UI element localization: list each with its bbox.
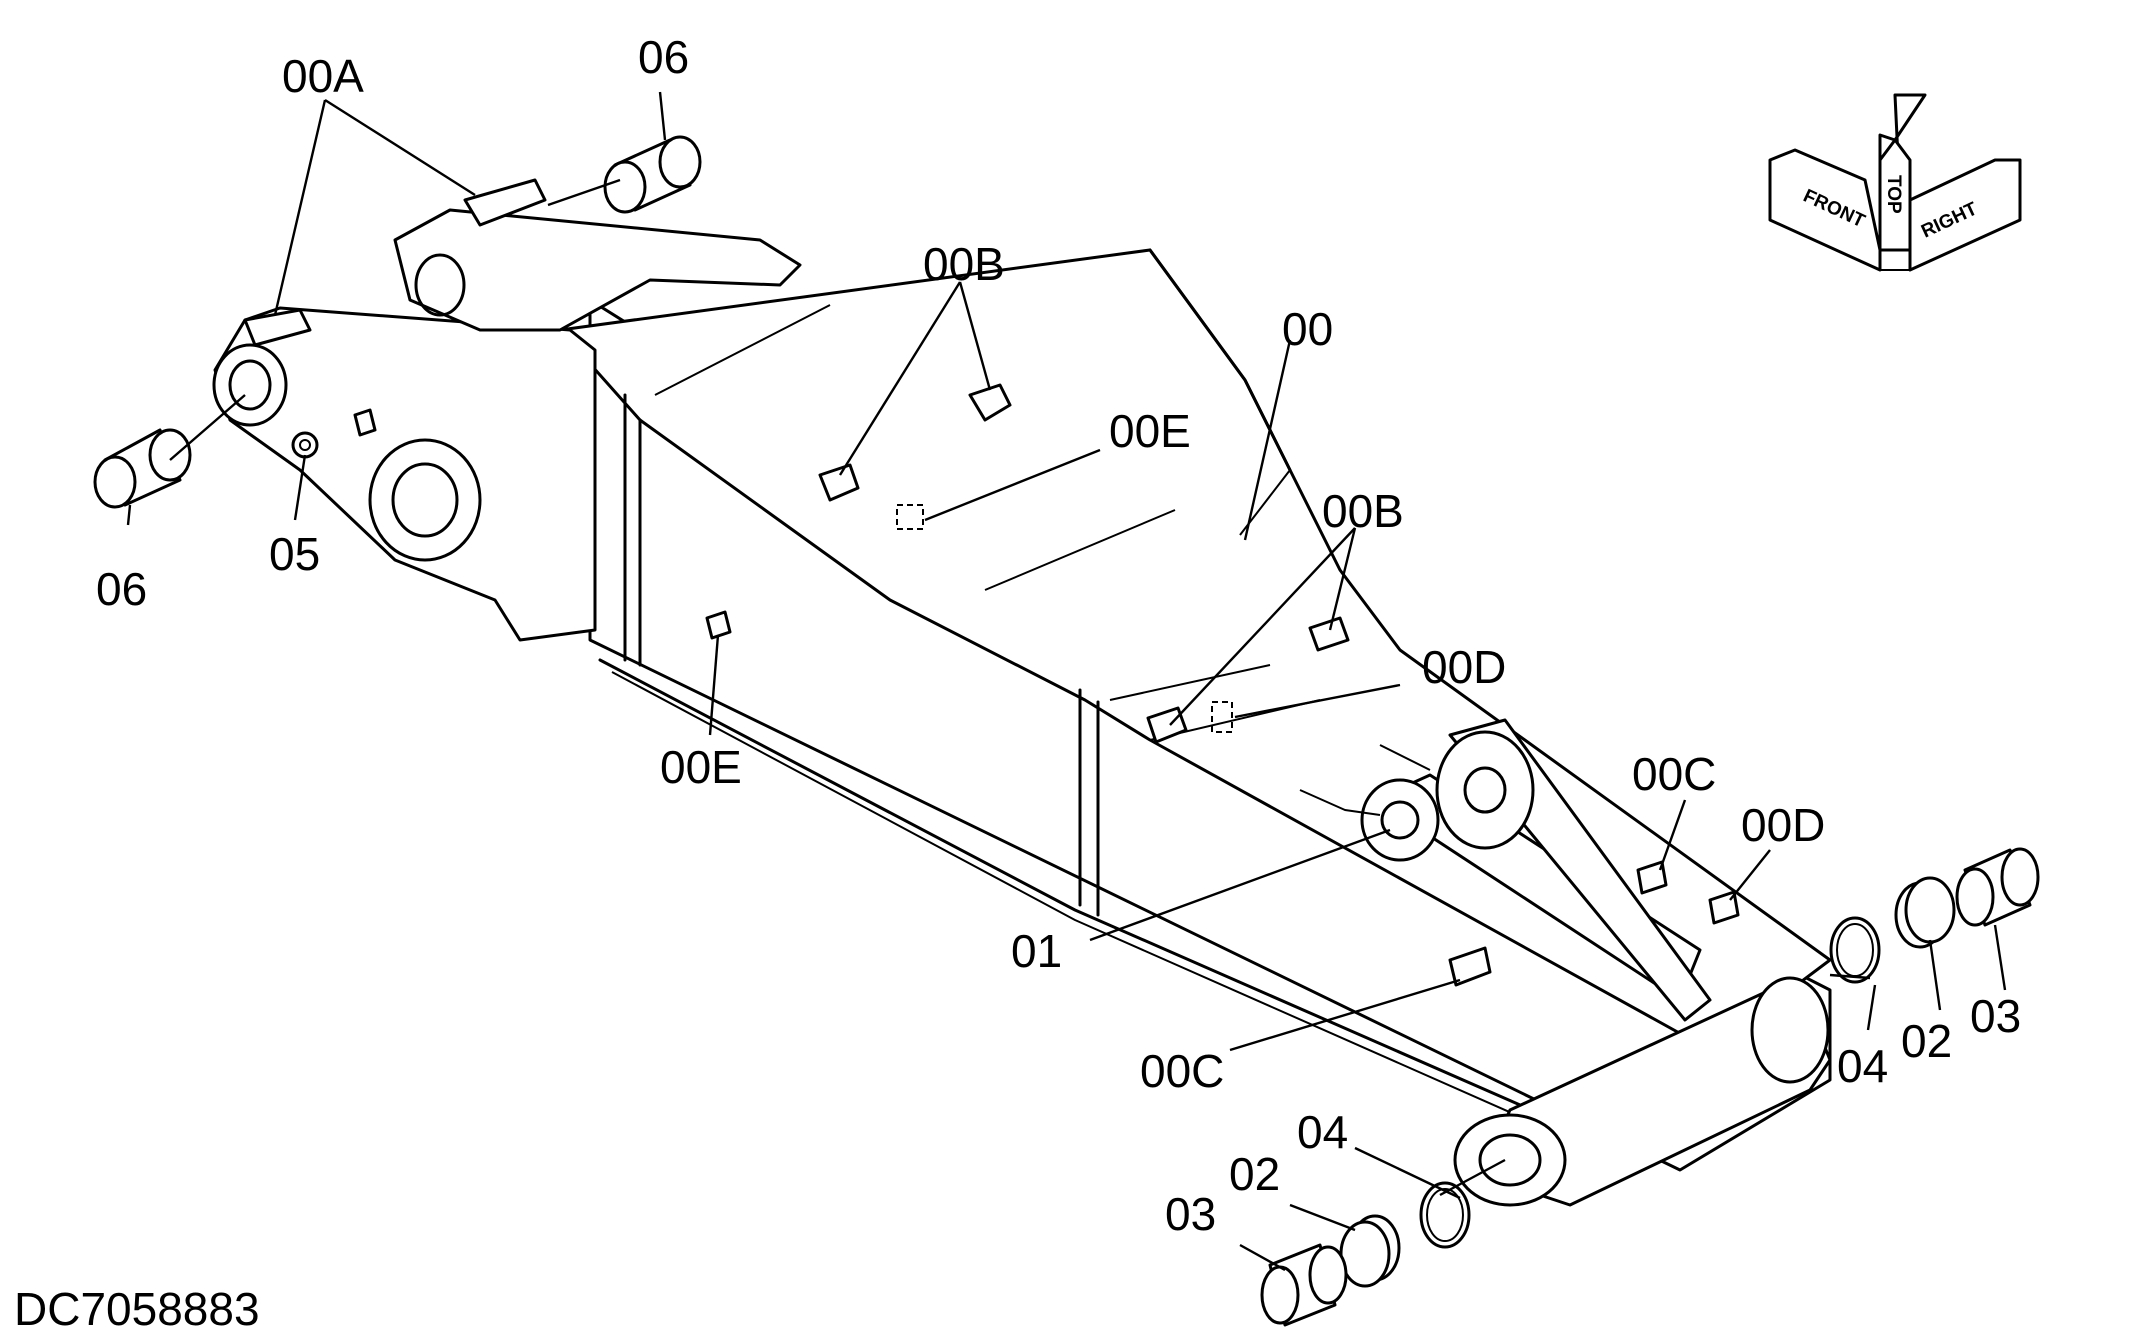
callout-05: 05 [269, 528, 320, 580]
loose-parts [93, 135, 2040, 1327]
callout-06-left: 06 [96, 563, 147, 615]
callout-00B-upper: 00B [923, 238, 1005, 290]
callout-00E-upper: 00E [1109, 405, 1191, 457]
boom-arm-end [1299, 718, 1832, 1207]
callout-03-lower: 03 [1165, 1188, 1216, 1240]
callout-04-lower: 04 [1297, 1106, 1348, 1158]
callout-00B-lower: 00B [1322, 485, 1404, 537]
orientation-top-label: TOP [1883, 175, 1904, 214]
callout-labels: 00A 06 06 05 00B 00 00E 00B 00D 00E 00C … [96, 31, 2021, 1240]
orientation-indicator: FRONT TOP RIGHT [1768, 93, 2022, 272]
callout-00D-upper: 00D [1422, 641, 1506, 693]
callout-02-right: 02 [1901, 1015, 1952, 1067]
boom-body [558, 248, 1832, 1172]
leader-lines [126, 91, 2007, 1272]
callout-00D-lower: 00D [1741, 799, 1825, 851]
callout-03-right: 03 [1970, 990, 2021, 1042]
callout-00A: 00A [282, 50, 364, 102]
small-brackets [705, 383, 1740, 987]
drawing-code: DC7058883 [14, 1283, 260, 1335]
callout-01: 01 [1011, 925, 1062, 977]
callout-02-lower: 02 [1229, 1148, 1280, 1200]
callout-00C-lower: 00C [1140, 1045, 1224, 1097]
callout-06-upper: 06 [638, 31, 689, 83]
callout-04-right: 04 [1837, 1040, 1888, 1092]
callout-00: 00 [1282, 303, 1333, 355]
callout-00E-lower: 00E [660, 741, 742, 793]
callout-00C-upper: 00C [1632, 748, 1716, 800]
